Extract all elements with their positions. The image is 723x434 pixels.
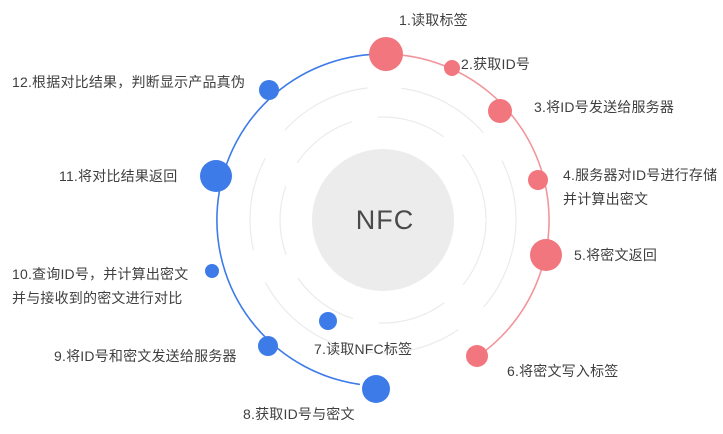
step-11-label: 11.将对比结果返回 xyxy=(59,168,178,184)
step-10-dot xyxy=(205,264,219,278)
center-circle xyxy=(312,149,454,291)
step-5-dot xyxy=(530,239,562,271)
step-12-dot xyxy=(259,80,279,100)
step-1-dot xyxy=(369,37,403,71)
center-label: NFC xyxy=(355,204,415,235)
step-1-label: 1.读取标签 xyxy=(399,12,468,28)
step-6-dot xyxy=(466,345,488,367)
step-7-dot xyxy=(319,312,337,330)
step-3-dot xyxy=(488,99,512,123)
step-12-label: 12.根据对比结果，判断显示产品真伪 xyxy=(12,74,246,90)
step-9-dot xyxy=(258,336,278,356)
step-2-dot xyxy=(444,60,460,76)
step-4-dot xyxy=(528,170,548,190)
step-7-label: 7.读取NFC标签 xyxy=(314,341,413,357)
step-5-label: 5.将密文返回 xyxy=(574,247,658,263)
inner-guide-ring-1 xyxy=(279,116,487,324)
inner-guide-ring-2 xyxy=(249,86,517,354)
blue-cycle-arc xyxy=(216,53,372,386)
step-8-label: 8.获取ID号与密文 xyxy=(243,406,355,422)
step-11-dot xyxy=(200,160,232,192)
step-2-label: 2.获取ID号 xyxy=(461,56,531,72)
step-8-dot xyxy=(362,375,390,403)
step-9-label: 9.将ID号和密文发送给服务器 xyxy=(54,348,237,364)
step-3-label: 3.将ID号发送给服务器 xyxy=(534,99,675,115)
step-10-label: 10.查询ID号，并计算出密文 并与接收到的密文进行对比 xyxy=(12,266,189,306)
step-4-label: 4.服务器对ID号进行存储 并计算出密文 xyxy=(563,167,718,207)
step-6-label: 6.将密文写入标签 xyxy=(507,363,619,379)
